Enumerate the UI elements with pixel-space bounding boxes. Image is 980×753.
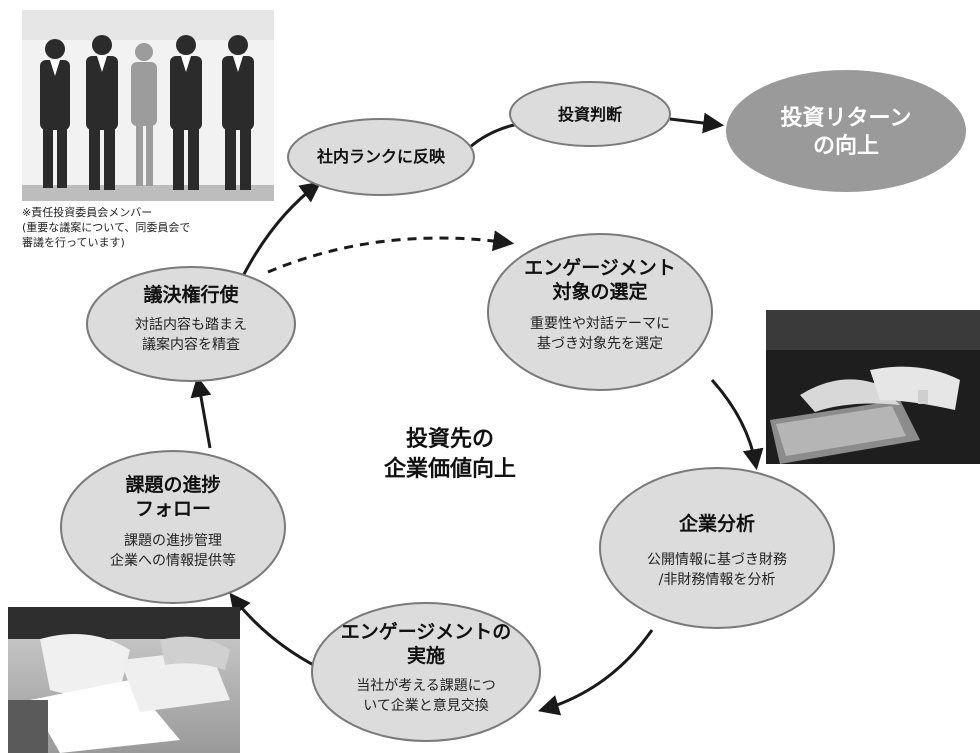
analysis-desc-2: /非財務情報を分析: [658, 572, 776, 588]
arrow-followup-to-voting: [190, 375, 212, 449]
arrow-voting-to-rank: [236, 181, 322, 287]
voting-desc-1: 対話内容も踏まえ: [135, 317, 247, 333]
rank-shape: [287, 118, 475, 196]
implementation-title-2: 実施: [406, 645, 445, 667]
arrow-rank-to-judgement: [469, 122, 519, 149]
caption-line-1: ※責任投資委員会メンバー: [22, 206, 153, 219]
node-voting-shape: [86, 266, 296, 382]
followup-title-2: フォロー: [134, 498, 211, 520]
node-selection: エンゲージメント 対象の選定 重要性や対話テーマに 基づき対象先を選定: [500, 256, 700, 354]
node-analysis: 企業分析 公開情報に基づき財務 /非財務情報を分析: [612, 512, 822, 590]
node-voting: 議決権行使 対話内容も踏まえ 議案内容を精査: [101, 283, 281, 355]
committee-photo: [22, 10, 274, 201]
node-followup-shape: [60, 450, 286, 604]
caption-line-3: 審議を行っています): [22, 236, 125, 249]
implementation-desc-2: いて企業と意見交換: [363, 698, 489, 714]
implementation-title-1: エンゲージメントの: [340, 621, 512, 643]
arrow-selection-to-analysis: [710, 378, 764, 471]
followup-desc-2: 企業への情報提供等: [110, 553, 236, 569]
selection-desc-1: 重要性や対話テーマに: [530, 316, 670, 332]
node-implementation-shape: [311, 602, 541, 742]
node-implementation: エンゲージメントの 実施 当社が考える課題につ いて企業と意見交換: [326, 620, 526, 716]
implementation-desc-1: 当社が考える課題につ: [356, 678, 496, 694]
return-line-1: 投資リターン: [780, 106, 912, 131]
voting-desc-2: 議案内容を精査: [142, 337, 240, 353]
return-shape: [726, 70, 966, 192]
judgement-label: 投資判断: [557, 105, 622, 124]
selection-title-1: エンゲージメント: [524, 257, 676, 279]
arrow-judgement-to-return: [669, 112, 725, 134]
node-analysis-shape: [599, 467, 835, 629]
dashed-arrow-voting-to-selection: [267, 230, 515, 274]
arrow-analysis-to-implementation: [537, 629, 654, 716]
selection-title-2: 対象の選定: [552, 281, 648, 303]
node-selection-shape: [487, 233, 713, 391]
photo-caption: ※責任投資委員会メンバー (重要な議案について、同委員会で 審議を行っています): [22, 205, 282, 250]
caption-line-2: (重要な議案について、同委員会で: [22, 221, 191, 234]
center-line-2: 企業価値向上: [383, 457, 516, 482]
return-label: 投資リターン の向上: [746, 105, 946, 161]
node-followup: 課題の進捗 フォロー 課題の進捗管理 企業への情報提供等: [78, 473, 268, 571]
center-label: 投資先の 企業価値向上: [340, 425, 560, 485]
analysis-title-1: 企業分析: [678, 513, 755, 535]
followup-title-1: 課題の進捗: [125, 474, 221, 496]
meeting-photo: [8, 607, 240, 753]
rank-label: 社内ランクに反映: [316, 147, 445, 166]
laptop-photo: [766, 310, 980, 464]
voting-title-1: 議決権行使: [143, 284, 239, 306]
return-line-2: の向上: [812, 134, 879, 159]
analysis-desc-1: 公開情報に基づき財務: [647, 552, 787, 568]
followup-desc-1: 課題の進捗管理: [124, 533, 222, 549]
center-line-1: 投資先の: [405, 427, 494, 452]
selection-desc-2: 基づき対象先を選定: [537, 336, 663, 352]
judgement-shape: [509, 81, 671, 147]
